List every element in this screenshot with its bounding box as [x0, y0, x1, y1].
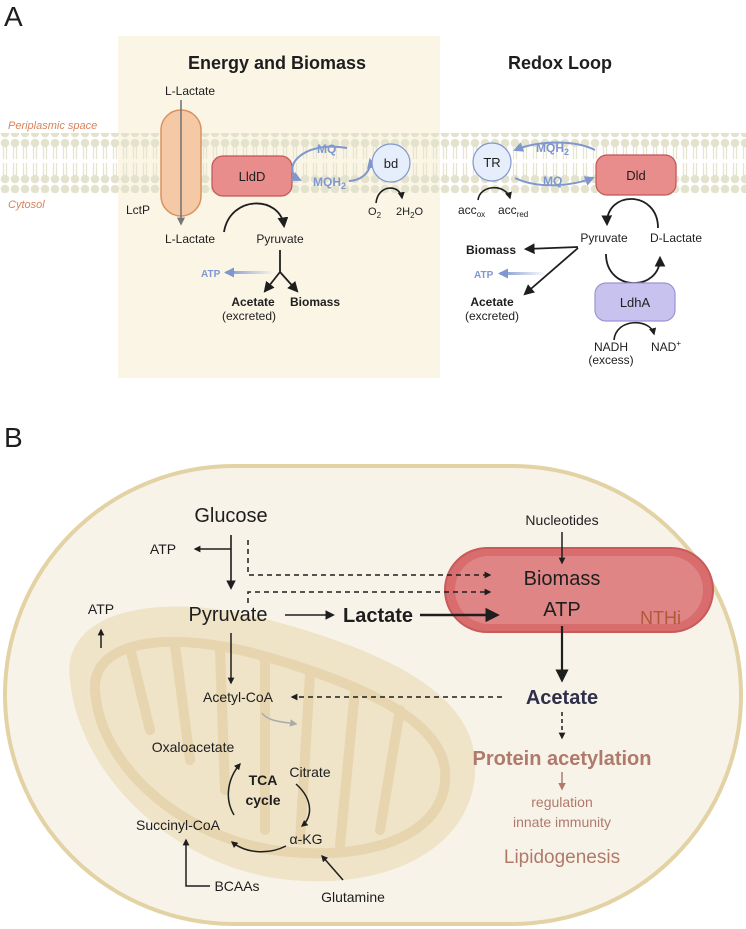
- tr-label: TR: [483, 155, 500, 170]
- mqh2-left-label: MQH2: [313, 175, 346, 191]
- excreted-left-label: (excreted): [222, 309, 276, 323]
- dld-label: Dld: [626, 168, 646, 183]
- mq-right-label: MQ: [543, 174, 562, 188]
- acc-reduction-arrow: [477, 186, 512, 201]
- to-acetate-right-arrow: [523, 247, 579, 296]
- oxaloacetate-label: Oxaloacetate: [152, 739, 235, 755]
- nthi-inner-highlight: [455, 556, 703, 624]
- o2-to-h2o-arrow: [375, 187, 405, 204]
- bcaas-to-succinyl-arrow: [182, 838, 210, 887]
- o2-label: O2: [368, 206, 382, 220]
- pyruvate-right-label: Pyruvate: [580, 231, 628, 245]
- dlactate-to-pyruvate-arrow: [601, 198, 659, 229]
- atp-left-fade-arrow: [226, 271, 274, 274]
- lldd-label: LldD: [239, 169, 266, 184]
- l-lactate-top-label: L-Lactate: [165, 84, 215, 98]
- akg-label: α-KG: [290, 831, 323, 847]
- tca-akg-to-succinyl-arrow: [230, 841, 287, 853]
- to-biomass-left-arrow: [279, 271, 299, 293]
- periplasmic-space-label: Periplasmic space: [8, 120, 97, 132]
- acetate-right-label: Acetate: [470, 295, 514, 309]
- lactate-to-pyruvate-arrow: [223, 202, 289, 233]
- nadh-to-nad-arrow: [613, 321, 657, 341]
- l-lactate-bottom-label: L-Lactate: [165, 232, 215, 246]
- acetylcoa-to-citrate-arrow: [261, 712, 298, 727]
- to-biomass-right-arrow: [523, 243, 579, 255]
- tr-reductase: [472, 142, 512, 182]
- atp-mito-label: ATP: [88, 601, 114, 617]
- lipidogenesis-label: Lipidogenesis: [504, 847, 620, 868]
- innate-immunity-label: innate immunity: [513, 814, 611, 830]
- cytosol-label: Cytosol: [8, 199, 45, 211]
- nucleotides-label: Nucleotides: [525, 512, 598, 528]
- tca-citrate-to-akg-arrow: [295, 783, 311, 827]
- succinyl-coa-label: Succinyl-CoA: [136, 817, 221, 833]
- lctp-label: LctP: [126, 203, 150, 217]
- nthi-label: NTHi: [640, 608, 681, 628]
- mq-to-bd-arrow: [348, 158, 377, 182]
- mitochondrion: [69, 606, 476, 882]
- regulation-label: regulation: [531, 794, 593, 810]
- atp-right-label: ATP: [474, 270, 494, 281]
- bd-oxidase: [371, 143, 411, 183]
- panel-a-letter: A: [4, 1, 23, 32]
- pyruvate-left-label: Pyruvate: [256, 232, 304, 246]
- pyruvate-to-biomass-dashed: [247, 588, 492, 603]
- citrate-label: Citrate: [289, 764, 330, 780]
- panel-b-letter: B: [4, 422, 23, 453]
- nadh-label: NADH: [594, 340, 628, 354]
- atp-glucose-label: ATP: [150, 541, 176, 557]
- acetyl-coa-label: Acetyl-CoA: [203, 689, 274, 705]
- acc-ox-label: accox: [458, 203, 485, 219]
- dld-enzyme: [595, 154, 677, 196]
- tca-cycle-label-line1: TCA: [249, 772, 278, 788]
- nad-label: NAD+: [651, 339, 681, 354]
- pyruvate-to-dlactate-arrow: [605, 253, 666, 284]
- glucose-label: Glucose: [194, 505, 267, 527]
- mqh2-to-tr-arrow: [513, 141, 596, 152]
- h2o-label: 2H2O: [396, 206, 424, 220]
- glucose-to-biomass-dashed: [247, 540, 492, 579]
- biomass-right-label: Biomass: [466, 243, 516, 257]
- nadh-excess-label: (excess): [588, 353, 633, 367]
- biomass-b-label: Biomass: [524, 568, 601, 590]
- mq-left-label: MQ: [317, 142, 336, 156]
- ldha-enzyme: [594, 282, 676, 322]
- bd-label: bd: [384, 156, 398, 171]
- mq-cycle-left: [290, 145, 348, 181]
- glutamine-to-akg-arrow: [321, 854, 344, 881]
- biomass-left-label: Biomass: [290, 295, 340, 309]
- acc-red-label: accred: [498, 203, 528, 219]
- dlactate-label: D-Lactate: [650, 231, 702, 245]
- pyruvate-b-label: Pyruvate: [189, 604, 268, 626]
- energy-biomass-title: Energy and Biomass: [188, 53, 366, 73]
- atp-right-fade-arrow: [500, 272, 546, 275]
- bcaas-label: BCAAs: [214, 878, 259, 894]
- excreted-right-label: (excreted): [465, 309, 519, 323]
- mqh2-right-label: MQH2: [536, 141, 569, 157]
- acetate-left-label: Acetate: [231, 295, 275, 309]
- atp-left-label: ATP: [201, 269, 221, 280]
- lactate-b-label: Lactate: [343, 605, 413, 627]
- ldha-label: LdhA: [620, 295, 651, 310]
- to-acetate-left-arrow: [263, 271, 281, 293]
- protein-acetylation-label: Protein acetylation: [473, 748, 652, 770]
- acetate-b-label: Acetate: [526, 687, 598, 709]
- tca-succinyl-to-oxaloacetate-arrow: [227, 762, 241, 816]
- tca-cycle-label-line2: cycle: [245, 792, 280, 808]
- redox-loop-title: Redox Loop: [508, 53, 612, 73]
- mq-to-dld-arrow: [514, 176, 595, 187]
- atp-nthi-label: ATP: [543, 599, 580, 621]
- glutamine-label: Glutamine: [321, 889, 385, 905]
